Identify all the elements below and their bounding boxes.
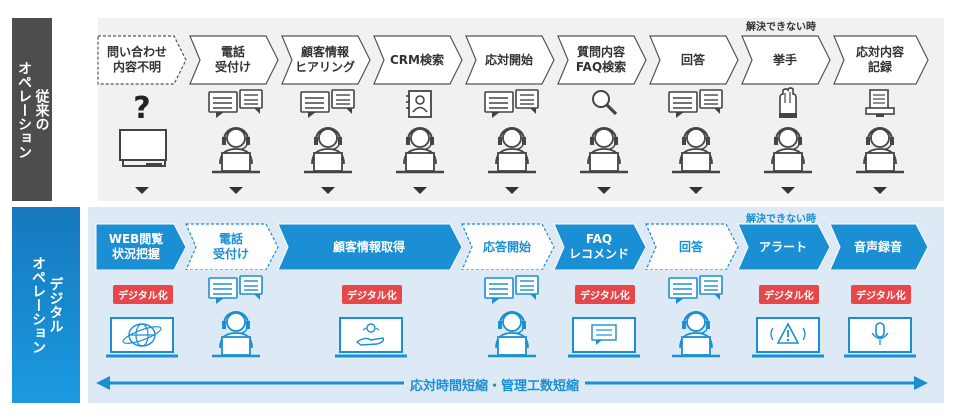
digital-side-label: デジタル オペレーション <box>12 207 80 403</box>
conventional-step-shape <box>373 35 463 85</box>
digitalization-badge: デジタル化 <box>851 285 911 304</box>
digital-flow-arrows <box>95 223 929 270</box>
document-icon <box>865 89 895 117</box>
conventional-step-shape <box>557 35 647 85</box>
digitalization-badge: デジタル化 <box>342 285 402 304</box>
down-arrow-icon <box>505 187 519 194</box>
operator-headset-icon <box>672 127 720 174</box>
digital-step-shape <box>737 223 831 270</box>
digital-label-text: デジタル オペレーション <box>30 256 64 354</box>
raised-hand-icon <box>779 87 797 118</box>
down-arrow-icon <box>413 187 427 194</box>
conventional-step-label: 回答 <box>680 52 705 67</box>
conventional-step-label: 顧客情報 ヒアリング <box>294 45 355 74</box>
digital-step-label: 回答 <box>678 239 703 254</box>
digital-step-shape <box>95 223 187 270</box>
digital-step-shape <box>185 223 279 270</box>
operator-headset-icon <box>672 311 720 358</box>
conventional-step-label: 挙手 <box>772 52 797 67</box>
chat-bubbles-icon <box>668 89 723 118</box>
digital-note: 解決できない時 <box>746 214 816 225</box>
operator-headset-icon <box>488 127 536 174</box>
down-arrow-icon <box>229 187 243 194</box>
digital-step-label: 顧客情報取得 <box>332 239 405 254</box>
operator-headset-icon <box>304 127 352 174</box>
conventional-flow-arrows <box>97 35 929 85</box>
desktop-pc-icon <box>119 129 167 167</box>
conventional-step-label: CRM検索 <box>390 52 444 67</box>
chat-bubbles-icon <box>300 89 355 118</box>
magnifier-icon <box>592 90 618 116</box>
alert-monitor-icon <box>752 317 824 358</box>
digital-step-shape <box>277 223 463 270</box>
down-arrow-icon <box>873 187 887 194</box>
down-arrow-icon <box>689 187 703 194</box>
conventional-step-shape <box>465 35 555 85</box>
down-arrow-icon <box>597 187 611 194</box>
svg-text:?: ? <box>133 91 150 126</box>
summary-text: 応対時間短縮・管理工数短縮 <box>404 375 586 394</box>
digital-step-label: WEB閲覧 状況把握 <box>108 232 164 261</box>
digital-step-shape <box>553 223 647 270</box>
chat-bubbles-icon <box>208 89 263 118</box>
conventional-step-label: 応対内容 記録 <box>855 45 904 74</box>
down-arrow-icon <box>321 187 335 194</box>
down-arrow-icon <box>135 187 149 194</box>
conventional-step-label: 質問内容 FAQ検索 <box>575 45 627 74</box>
digital-step-shape <box>461 223 555 270</box>
conventional-step-shape <box>649 35 739 85</box>
digital-step-label: 電話 受付け <box>212 232 249 261</box>
chat-bubbles-icon <box>484 89 539 118</box>
operator-headset-icon <box>856 127 904 174</box>
question-mark-icon: ? <box>133 91 150 126</box>
globe-monitor-icon <box>106 317 178 358</box>
operator-headset-icon <box>580 127 628 174</box>
conventional-step-shape <box>281 35 371 85</box>
operator-headset-icon <box>764 127 812 174</box>
conventional-step-shape <box>189 35 279 85</box>
conventional-step-shape <box>97 35 187 85</box>
digital-step-label: FAQ レコメンド <box>568 232 629 261</box>
hand-data-monitor-icon <box>335 317 407 358</box>
digital-step-label: 音声録音 <box>853 239 902 254</box>
chat-bubbles-icon <box>484 275 539 304</box>
operator-headset-icon <box>212 311 260 358</box>
digital-step-shape <box>645 223 739 270</box>
digital-step-label: 応答開始 <box>482 239 531 254</box>
digitalization-badge: デジタル化 <box>575 285 635 304</box>
digitalization-badge: デジタル化 <box>113 285 173 304</box>
chat-bubbles-icon <box>668 275 723 304</box>
digital-step-label: アラート <box>758 239 807 254</box>
conventional-step-label: 問い合わせ 内容不明 <box>106 45 167 74</box>
conventional-step-shape <box>741 35 831 85</box>
operator-headset-icon <box>488 311 536 358</box>
digital-step-shape <box>829 223 929 270</box>
conventional-step-label: 電話 受付け <box>214 45 251 74</box>
conventional-step-label: 応対開始 <box>484 52 533 67</box>
chat-monitor-icon <box>568 317 640 358</box>
conventional-side-label: 従来の オペレーション <box>12 18 52 201</box>
address-book-icon <box>406 90 432 118</box>
digitalization-badge: デジタル化 <box>759 285 819 304</box>
operator-headset-icon <box>396 127 444 174</box>
conventional-label-text: 従来の オペレーション <box>16 60 50 159</box>
down-arrow-icon <box>781 187 795 194</box>
microphone-monitor-icon <box>844 317 916 358</box>
chat-bubbles-icon <box>208 275 263 304</box>
conventional-note: 解決できない時 <box>746 22 816 33</box>
operator-headset-icon <box>212 127 260 174</box>
conventional-step-shape <box>833 35 929 85</box>
